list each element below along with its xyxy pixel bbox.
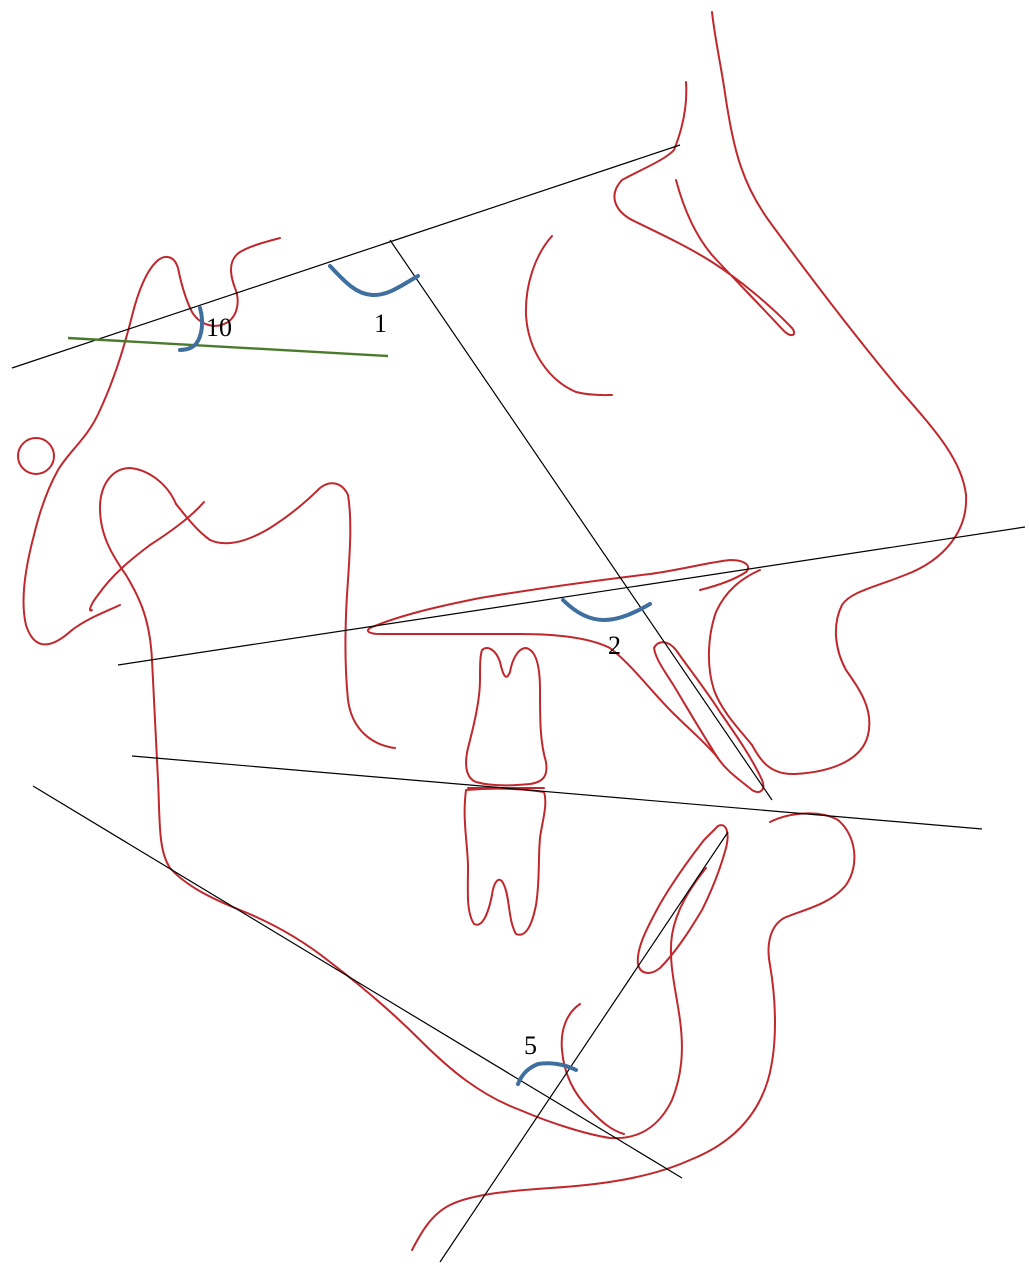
angle-labels-group: 1 2 5 10 <box>206 309 621 1060</box>
soft-tissue-group <box>411 11 968 1251</box>
frankfort-horizontal-line <box>67 336 389 358</box>
nasal-bone <box>613 81 796 336</box>
symphysis-inner <box>560 1003 625 1135</box>
pterygomaxillary-fissure <box>89 501 205 612</box>
coronoid-and-notch <box>175 482 396 749</box>
porion-ring <box>17 437 55 475</box>
soft-tissue-forehead-nose-profile <box>711 11 968 776</box>
orbit-outline <box>524 235 613 397</box>
angle-arc-5 <box>516 1061 578 1086</box>
lower-molar <box>463 787 547 936</box>
upper-incisor <box>653 641 765 793</box>
mandibular-plane-line <box>32 785 683 1179</box>
angle-label-10: 10 <box>206 313 232 342</box>
lower-incisor <box>636 824 729 974</box>
angle-arcs-group <box>178 264 652 1086</box>
incisors-group <box>636 641 765 974</box>
soft-tissue-nostril <box>707 569 761 746</box>
sn-line <box>11 144 681 369</box>
angle-arc-10 <box>178 306 205 352</box>
n-a-line <box>389 239 773 801</box>
mandible-group <box>99 467 707 1140</box>
occlusal-plane-line <box>131 755 983 830</box>
angle-arc-1 <box>328 264 420 298</box>
cranial-base-group <box>17 237 281 646</box>
reference-lines-group <box>11 144 1026 1263</box>
soft-tissue-lower-lip-chin <box>411 812 856 1251</box>
sella-turcica <box>22 237 281 646</box>
angle-arc-2 <box>561 598 652 623</box>
palate-lower <box>366 627 719 759</box>
lower-incisor-axis-line <box>439 831 729 1263</box>
upper-molar <box>465 647 548 787</box>
palatal-plane-line <box>117 526 1026 666</box>
angle-label-1: 1 <box>374 309 387 338</box>
molars-group <box>463 647 548 936</box>
angle-label-5: 5 <box>524 1031 537 1060</box>
angle-label-2: 2 <box>608 631 621 660</box>
ramus-condyle-outline <box>99 467 707 1140</box>
maxilla-group <box>366 559 750 759</box>
nasal-structures-group <box>524 81 796 397</box>
palate-upper <box>369 559 750 629</box>
